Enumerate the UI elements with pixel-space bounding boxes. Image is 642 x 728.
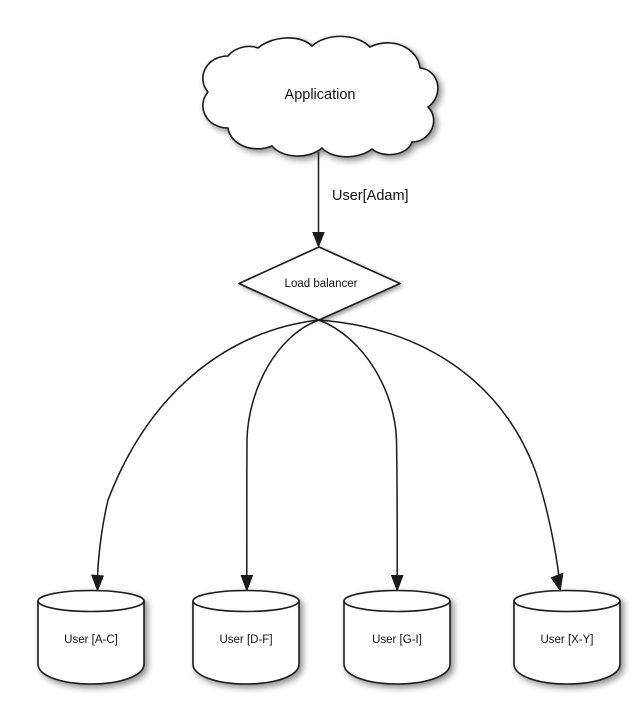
database-label-2: User [D-F] bbox=[219, 634, 272, 646]
arrow-down-icon-3 bbox=[390, 575, 404, 592]
database-label-1: User [A-C] bbox=[64, 634, 118, 646]
diamond-node-load-balancer[interactable]: Load balancer bbox=[238, 246, 401, 321]
database-label-4: User [X-Y] bbox=[540, 634, 593, 646]
edge-lb-to-db-1 bbox=[91, 319, 320, 592]
database-node-2[interactable]: User [D-F] bbox=[192, 589, 300, 685]
diamond-label: Load balancer bbox=[285, 278, 358, 290]
edge-curve-4 bbox=[318, 319, 560, 578]
database-node-4[interactable]: User [X-Y] bbox=[513, 589, 621, 685]
edge-app-to-load-balancer bbox=[312, 152, 325, 248]
cloud-shape bbox=[202, 35, 439, 158]
database-label-3: User [G-I] bbox=[372, 634, 422, 646]
cylinder-shape-2 bbox=[192, 589, 300, 685]
edge-curve-2 bbox=[246, 319, 320, 579]
cylinder-shape-1 bbox=[37, 589, 145, 685]
edge-label-user-adam: User[Adam] bbox=[332, 188, 409, 204]
cylinder-shape-3 bbox=[343, 589, 451, 685]
cloud-node-application[interactable]: Application bbox=[202, 35, 439, 158]
cloud-label: Application bbox=[285, 87, 356, 103]
cylinder-shape-4 bbox=[513, 589, 621, 685]
edge-lb-to-db-4 bbox=[318, 319, 564, 592]
arrow-down-icon bbox=[312, 232, 325, 248]
edge-curve-3 bbox=[318, 319, 398, 579]
database-node-3[interactable]: User [G-I] bbox=[343, 589, 451, 685]
database-node-1[interactable]: User [A-C] bbox=[37, 589, 145, 685]
edge-lb-to-db-3 bbox=[318, 319, 404, 592]
arrow-down-icon-1 bbox=[91, 574, 104, 592]
arrow-down-icon-4 bbox=[550, 572, 564, 592]
arrow-down-icon-2 bbox=[240, 575, 254, 592]
edge-curve-1 bbox=[96, 319, 320, 579]
edge-lb-to-db-2 bbox=[240, 319, 320, 592]
